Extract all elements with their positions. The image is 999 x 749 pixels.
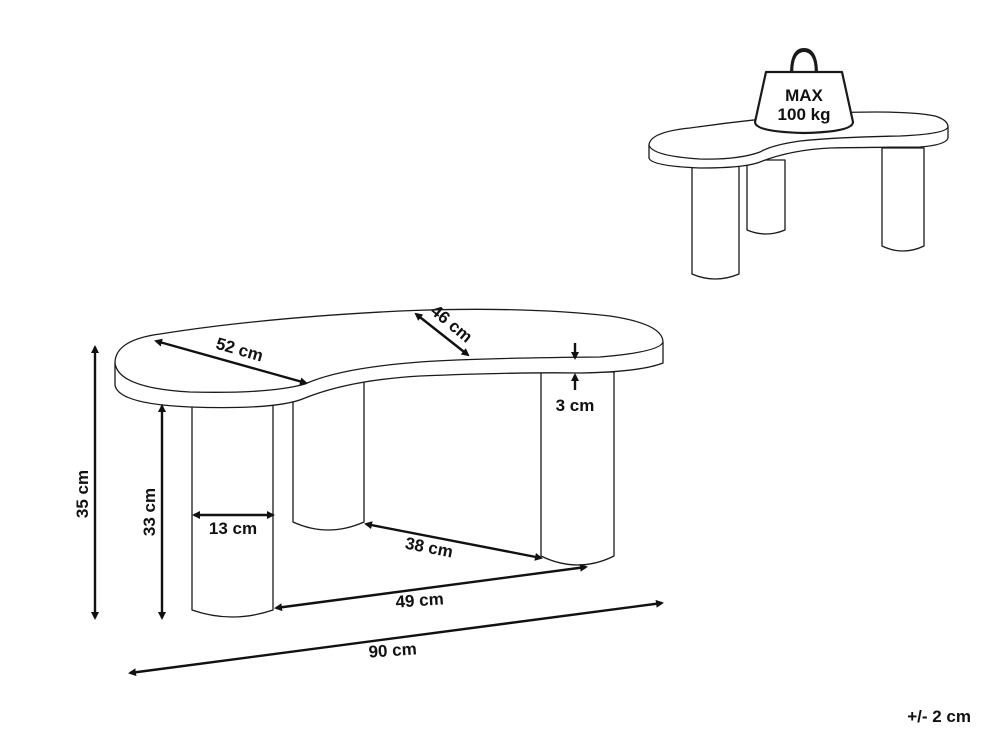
label-35: 35 cm [73,470,92,518]
label-90: 90 cm [368,639,417,661]
small-leg-left [691,159,740,280]
dim-line-46 [414,312,470,357]
weight-icon: MAX 100 kg [753,47,855,135]
left-leg [191,399,274,618]
dimension-lines [91,312,664,677]
weight-value-label: 100 kg [778,105,831,124]
tolerance-note: +/- 2 cm [907,707,971,726]
label-38: 38 cm [404,534,455,562]
label-3: 3 cm [556,396,595,415]
label-33: 33 cm [140,488,159,536]
small-leg-right [881,147,925,252]
label-13: 13 cm [209,519,257,538]
dimension-labels: 52 cm 46 cm 3 cm 35 cm 33 cm 13 cm 38 cm… [73,301,594,662]
dim-line-90 [128,599,664,677]
label-49: 49 cm [395,589,444,611]
back-leg [292,379,365,531]
weight-max-label: MAX [785,86,823,105]
small-table: MAX 100 kg [648,47,949,280]
dim-line-38 [364,521,543,561]
main-table [114,308,664,618]
dim-line-52 [154,338,308,386]
small-leg-back [746,159,786,235]
